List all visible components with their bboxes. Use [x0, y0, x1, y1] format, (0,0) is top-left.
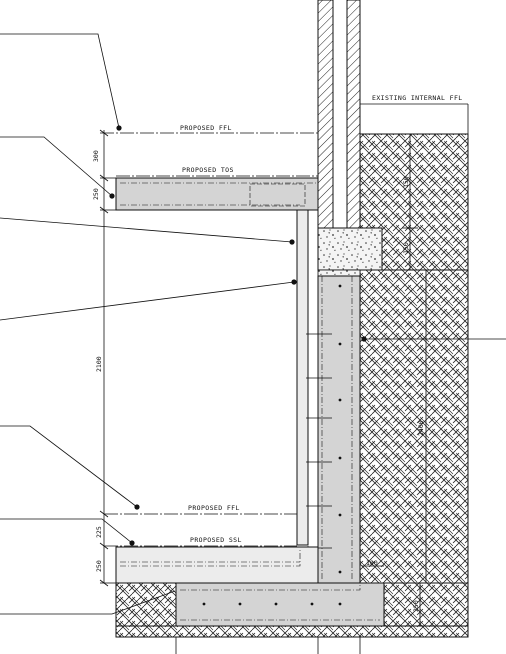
upper-slab	[115, 177, 319, 211]
section-extension-lines	[175, 637, 361, 654]
label-proposed-tos: PROPOSED TOS	[182, 166, 234, 174]
leader-lines	[0, 33, 506, 615]
dimension-chain-left	[99, 129, 116, 587]
label-existing-internal-ffl: EXISTING INTERNAL FFL	[372, 94, 463, 102]
base-slab	[175, 580, 385, 627]
lower-slab	[115, 546, 319, 584]
dim-upper-slab: 250	[92, 188, 100, 200]
existing-foundation-block	[317, 227, 383, 271]
dim-wall-right-3: 2400	[417, 420, 425, 436]
dim-wall-right-2: 150	[402, 242, 410, 254]
dim-clear-height: 2100	[95, 356, 103, 372]
existing-cavity-wall	[317, 0, 361, 229]
level-line-existing-ffl	[360, 103, 469, 134]
base-rebar-dots	[202, 602, 342, 606]
retaining-wall	[296, 209, 361, 584]
rebar-ticks	[306, 333, 332, 549]
leader-dots	[109, 125, 367, 546]
dim-base-right: 250	[412, 600, 420, 612]
existing-ground-right	[359, 133, 469, 628]
label-proposed-ffl-bottom: PROPOSED FFL	[188, 504, 240, 512]
rebar-dots	[338, 284, 342, 574]
dim-lower-screed: 225	[95, 526, 103, 538]
label-proposed-ffl-top: PROPOSED FFL	[180, 124, 232, 132]
dpc-strip	[317, 269, 361, 277]
dim-lower-slab: 250	[95, 560, 103, 572]
dim-wall-thickness: 100	[366, 559, 378, 567]
dim-wall-right-1: 150	[402, 176, 410, 188]
dim-top-screed: 300	[92, 150, 100, 162]
dimension-chain-right	[362, 133, 432, 627]
label-proposed-ssl: PROPOSED SSL	[190, 536, 242, 544]
